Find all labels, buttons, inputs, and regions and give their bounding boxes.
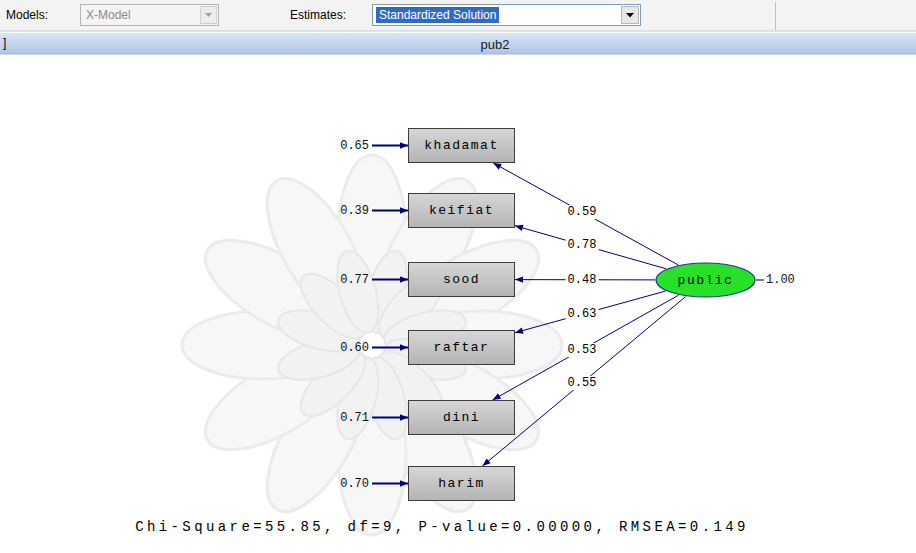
- error-arrow: [372, 347, 408, 349]
- loading-arrow: [515, 226, 666, 269]
- error-arrow: [372, 417, 408, 419]
- observed-box: dini: [408, 400, 515, 435]
- loading-value: 0.55: [566, 376, 599, 390]
- observed-box: harim: [408, 466, 515, 501]
- combo-button: [622, 7, 639, 24]
- loading-value: 0.59: [566, 205, 599, 219]
- ellipse-shape: [656, 263, 755, 297]
- variable-name: sood: [443, 272, 480, 287]
- variable-name: harim: [438, 476, 485, 491]
- window-title: pub2: [481, 37, 510, 52]
- fit-statistics: Chi-Square=55.85, df=9, P-value=0.00000,…: [135, 519, 749, 535]
- variable-name: khadamat: [424, 138, 498, 153]
- observed-box: raftar: [408, 330, 515, 365]
- variable-name: keifiat: [429, 203, 494, 218]
- models-combo: [81, 5, 219, 26]
- loading-value: 0.78: [566, 238, 599, 252]
- error-arrow: [372, 145, 408, 147]
- latent-ellipse: public: [655, 262, 756, 298]
- estimates-combo: [373, 5, 641, 26]
- toolbar-separator: [775, 2, 776, 30]
- error-variance: 0.65: [340, 139, 369, 153]
- watermark-petal: [330, 247, 387, 337]
- error-variance: 0.70: [340, 477, 369, 491]
- error-arrow: [372, 483, 408, 485]
- frame-mark: ]: [3, 36, 6, 50]
- observed-box: keifiat: [408, 193, 515, 228]
- title-band: [0, 33, 916, 54]
- combo-value: Standardized Solution: [376, 7, 499, 23]
- dropdown-triangle: [626, 13, 634, 18]
- error-arrow: [372, 210, 408, 212]
- factor-variance: 1.00: [766, 273, 795, 287]
- combo-value: X-Model: [86, 8, 131, 22]
- variable-name: dini: [443, 410, 480, 425]
- dropdown-triangle: [205, 13, 212, 17]
- error-variance: 0.39: [340, 204, 369, 218]
- loading-arrow: [482, 297, 685, 466]
- error-arrow: [372, 279, 408, 281]
- loading-arrow: [515, 291, 666, 333]
- observed-box: sood: [408, 262, 515, 297]
- toolbar-label: Estimates:: [290, 8, 346, 22]
- error-variance: 0.60: [340, 341, 369, 355]
- loading-value: 0.48: [566, 273, 599, 287]
- combo-button: [201, 7, 217, 24]
- toolbar-label: Models:: [6, 8, 48, 22]
- loading-value: 0.63: [566, 307, 599, 321]
- observed-box: khadamat: [408, 128, 515, 163]
- error-variance: 0.71: [340, 411, 369, 425]
- watermark-rosette: [182, 155, 562, 535]
- variable-name: raftar: [434, 340, 490, 355]
- toolbar-edge: [0, 31, 916, 32]
- variable-name: public: [678, 273, 734, 288]
- title-band-edge: [0, 54, 916, 55]
- error-variance: 0.77: [340, 273, 369, 287]
- loading-arrow: [493, 163, 678, 265]
- loading-value: 0.53: [566, 343, 599, 357]
- variance-line: [756, 280, 764, 281]
- toolbar: [0, 0, 916, 31]
- loading-arrow: [493, 295, 679, 400]
